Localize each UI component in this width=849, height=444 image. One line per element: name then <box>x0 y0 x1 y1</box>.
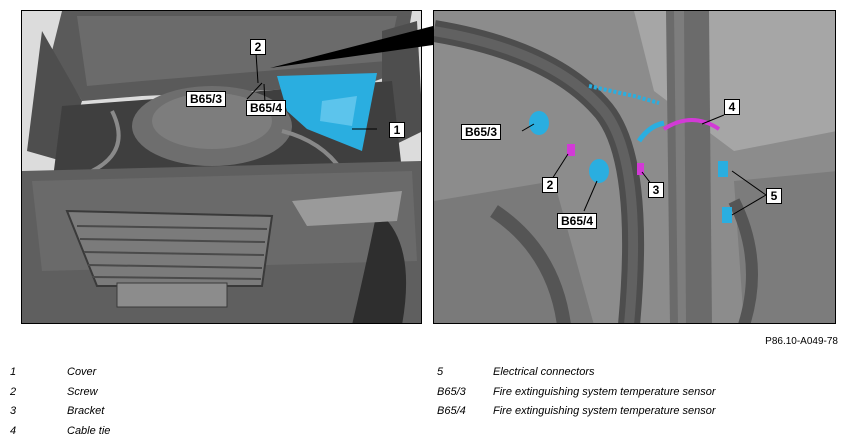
legend-row: 3 Bracket <box>10 405 410 425</box>
legend-value: Fire extinguishing system temperature se… <box>493 385 716 398</box>
screw-highlight <box>567 144 575 156</box>
callout-detail-2: 2 <box>542 177 558 193</box>
callout-b65-4: B65/4 <box>246 100 287 116</box>
legend-row: B65/4 Fire extinguishing system temperat… <box>437 405 837 425</box>
legend-value: Cable tie <box>67 424 111 437</box>
legend-row: B65/3 Fire extinguishing system temperat… <box>437 386 837 406</box>
callout-1: 1 <box>389 122 405 138</box>
legend-key: 2 <box>10 385 17 398</box>
legend-key: B65/4 <box>437 405 466 417</box>
callout-detail-4: 4 <box>724 99 740 115</box>
legend-left: 1 Cover 2 Screw 3 Bracket 4 Cable tie <box>10 366 410 444</box>
sensor-b65-3 <box>529 111 549 135</box>
callout-detail-3: 3 <box>648 182 664 198</box>
legend-row: 4 Cable tie <box>10 425 410 444</box>
callout-detail-5: 5 <box>766 188 782 204</box>
callout-detail-b65-4: B65/4 <box>557 213 598 229</box>
legend-key: 1 <box>10 366 17 378</box>
legend-value: Cover <box>67 366 97 378</box>
connector-upper <box>718 161 728 177</box>
legend-value: Bracket <box>67 405 105 417</box>
figure-reference: P86.10-A049-78 <box>765 336 838 347</box>
callout-b65-3: B65/3 <box>186 91 227 107</box>
legend-value: Fire extinguishing system temperature se… <box>493 405 716 417</box>
detail-drawing <box>434 11 835 323</box>
bracket-highlight <box>637 163 644 175</box>
sensor-b65-4 <box>589 159 609 183</box>
legend-key: 5 <box>437 366 444 378</box>
legend-row: 2 Screw <box>10 386 410 406</box>
legend-key: 3 <box>10 405 17 417</box>
legend-value: Screw <box>67 385 98 398</box>
legend-key: 4 <box>10 424 17 437</box>
connector-lower <box>722 207 732 223</box>
legend-row: 5 Electrical connectors <box>437 366 837 386</box>
legend-key: B65/3 <box>437 385 466 398</box>
cable-tie-highlight <box>662 118 721 131</box>
callout-2: 2 <box>250 39 266 55</box>
legend-right: 5 Electrical connectors B65/3 Fire extin… <box>437 366 837 425</box>
detail-view-illustration: B65/3 2 B65/4 3 4 5 <box>433 10 836 324</box>
legend-value: Electrical connectors <box>493 366 595 378</box>
legend-row: 1 Cover <box>10 366 410 386</box>
vehicle-drawing <box>22 11 421 323</box>
callout-detail-b65-3: B65/3 <box>461 124 502 140</box>
vehicle-overview-illustration: 2 B65/3 B65/4 1 <box>21 10 422 324</box>
